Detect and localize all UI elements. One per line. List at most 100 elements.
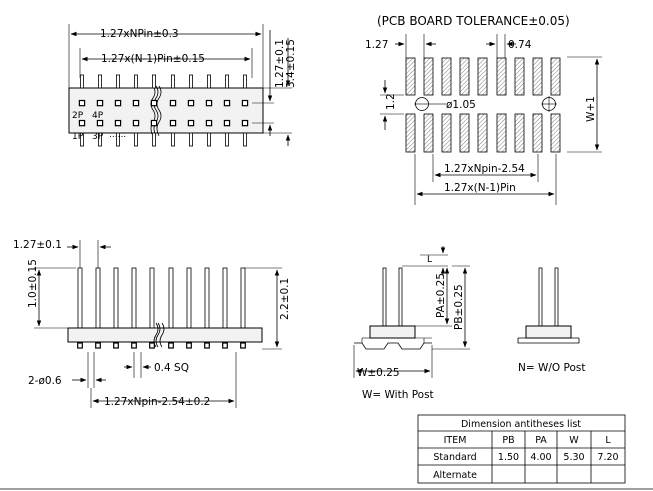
pcb-pad-upper (496, 57, 507, 96)
top-pin-lead-lower (98, 132, 103, 147)
top-pin-lower (241, 119, 249, 127)
pcb-pad-upper (423, 57, 434, 96)
pin-label-3p: 3P (92, 132, 104, 142)
top-pin-upper (241, 99, 249, 107)
table-cell: 4.00 (530, 452, 551, 463)
top-pin-upper (223, 99, 231, 107)
pcb-pad-upper (441, 57, 452, 96)
pitch-span-label: 1.27x(N-1)Pin±0.15 (101, 53, 205, 65)
inner-span-label: 1.27xNpin-2.54 (444, 163, 525, 175)
pcb-pad-upper (514, 57, 525, 96)
table-cell: 1.50 (498, 452, 519, 463)
table-title: Dimension antitheses list (461, 419, 581, 430)
pcb-pad-lower (459, 113, 470, 153)
side-pin (113, 267, 119, 329)
pb-label: PB±0.25 (453, 284, 465, 330)
top-pin-lead-lower (242, 132, 247, 147)
side-pin (204, 267, 210, 329)
side-pin (168, 267, 174, 329)
end-pin-right (398, 267, 403, 327)
pcb-pad-lower (423, 113, 434, 153)
top-pin-lead-lower (116, 132, 121, 147)
side-pin (95, 267, 101, 329)
pcb-pad-upper (477, 57, 488, 96)
end-view-without-post: N= W/O Post (517, 267, 585, 374)
pcb-pad-upper (532, 57, 543, 96)
top-pin-lead-upper (188, 74, 193, 89)
top-pin-upper (96, 99, 104, 107)
top-pin-lead-upper (116, 74, 121, 89)
pad-width-label: 0.74 (508, 39, 532, 51)
tail-length-label: 1.0±0.15 (27, 259, 39, 308)
pcb-pad-lower (532, 113, 543, 153)
pcb-tolerance-title: (PCB BOARD TOLERANCE±0.05) (377, 14, 570, 28)
overall-length-label: 1.27xNPin±0.3 (100, 28, 179, 40)
pcb-pad-lower (496, 113, 507, 153)
side-pin (149, 267, 155, 329)
pcb-pad-lower (405, 113, 416, 153)
side-pin (240, 267, 246, 329)
pcb-pads (405, 57, 561, 153)
end-np-pin-right (554, 267, 559, 327)
pcb-width-label: W+1 (585, 96, 597, 122)
table-cell: Standard (433, 452, 476, 463)
pcb-pitch-label: 1.27 (365, 39, 388, 51)
side-pin-tail (131, 342, 137, 349)
top-pin-lead-lower (80, 132, 85, 147)
top-pin-lead-lower (224, 132, 229, 147)
top-view-pins (78, 74, 249, 147)
w-label: W±0.25 (357, 367, 400, 379)
top-pin-lower (205, 119, 213, 127)
pin-label-dots: ...... (109, 130, 126, 140)
top-pin-lower (96, 119, 104, 127)
table-header-cell: ITEM (444, 435, 467, 446)
outer-span-label: 1.27x(N-1)Pin (444, 182, 516, 194)
pin-label-4p: 4P (92, 111, 104, 121)
top-pin-lower (187, 119, 195, 127)
without-post-caption: N= W/O Post (518, 362, 585, 374)
top-pin-upper (150, 99, 158, 107)
side-pin-tail (204, 342, 210, 349)
side-pin-tail (95, 342, 101, 349)
l-label: L (427, 255, 432, 265)
top-pin-lead-upper (80, 74, 85, 89)
side-pin-tail (222, 342, 228, 349)
top-pin-upper (169, 99, 177, 107)
post-diameter-label: 2-ø0.6 (28, 375, 62, 387)
end-view-with-post: L PA±0.25 PB±0.25 W±0.25 W= With Post (353, 246, 470, 401)
side-pin-tail (113, 342, 119, 349)
pin-label-2p: 2P (72, 111, 84, 121)
table-cell: Alternate (433, 470, 477, 481)
side-pin-tail (168, 342, 174, 349)
body-width-label: 3.4±0.15 (285, 39, 297, 88)
end-np-body (525, 325, 572, 339)
top-pin-upper (205, 99, 213, 107)
pa-label: PA±0.25 (435, 273, 447, 318)
end-post-outline (354, 342, 432, 350)
side-pin-tail (149, 342, 155, 349)
top-pin-lower (223, 119, 231, 127)
side-view-pins (77, 267, 246, 329)
table-cell: 5.30 (563, 452, 584, 463)
pcb-pad-lower (441, 113, 452, 153)
top-pin-lower (114, 119, 122, 127)
top-pin-upper (114, 99, 122, 107)
top-pin-upper (132, 99, 140, 107)
pcb-pad-upper (405, 57, 416, 96)
pcb-pad-upper (459, 57, 470, 96)
side-pin (222, 267, 228, 329)
side-pitch-label: 1.27±0.1 (13, 239, 62, 251)
pcb-pad-lower (550, 113, 561, 153)
side-view: 1.27±0.1 1.0±0.15 2.2±0.1 0.4 SQ 2-ø0.6 (13, 239, 291, 408)
pcb-pad-lower (514, 113, 525, 153)
table-header-cell: W (569, 435, 579, 446)
top-pin-lead-upper (206, 74, 211, 89)
top-pin-lower (78, 119, 86, 127)
hole-diameter-label: ø1.05 (446, 99, 476, 111)
table-cell: 7.20 (597, 452, 618, 463)
row-pitch-label: 1.27±0.1 (274, 39, 286, 88)
side-pin-tail (77, 342, 83, 349)
top-pin-lead-lower (133, 132, 138, 147)
